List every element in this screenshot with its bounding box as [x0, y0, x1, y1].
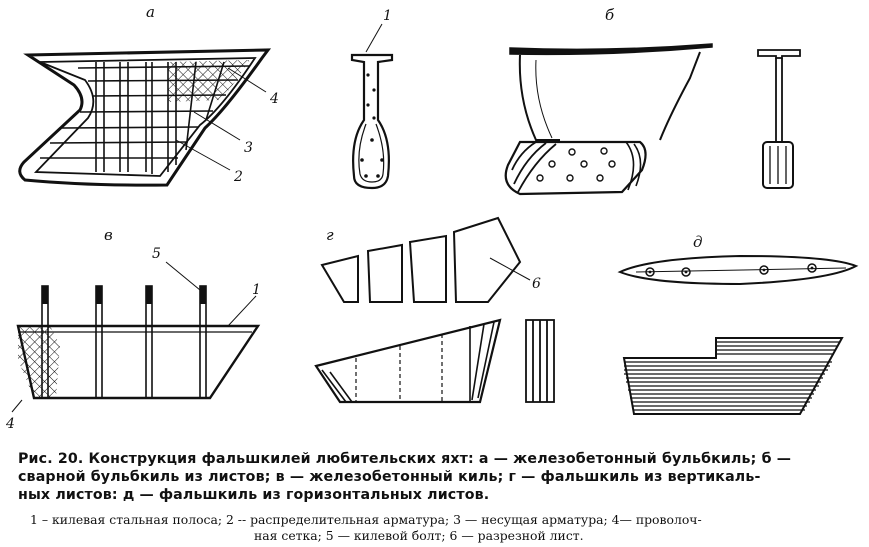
- figure-caption: Рис. 20. Конструкция фальшкилей любитель…: [18, 450, 854, 504]
- reinforcement-grid-a: [40, 61, 251, 174]
- callout-a-4: 4: [269, 91, 279, 107]
- keel-construction-drawing: а: [5, 3, 859, 432]
- panel-label-g: г: [326, 226, 334, 244]
- callout-v-4: 4: [5, 416, 15, 432]
- panel-label-d: д: [693, 233, 703, 251]
- detail-keel-strip: 1: [350, 8, 394, 190]
- keel-assembly-g: [314, 318, 502, 404]
- callout-v-1: 1: [252, 282, 261, 298]
- legend-line-2: ная сетка; 5 — килевой болт; 6 — разрезн…: [254, 528, 584, 543]
- panel-label-a: а: [146, 3, 155, 21]
- bulb-keel-outer-shell: [18, 48, 272, 187]
- callout-a-2: 2: [233, 169, 243, 185]
- horizontal-sheets: [624, 341, 840, 411]
- strip-rivets: [360, 73, 384, 178]
- legend-line-1: 1 – килевая стальная полоса; 2 -- распре…: [30, 512, 702, 527]
- sheet-stack-d: [622, 337, 844, 415]
- panel-label-b: б: [605, 6, 615, 24]
- plate-bolts: [645, 263, 817, 277]
- panel-b-welded-bulb-keel: б: [504, 6, 801, 196]
- caption-line-1: Рис. 20. Конструкция фальшкилей любитель…: [18, 451, 792, 467]
- panel-v-concrete-keel: в 5 1 4: [5, 226, 261, 432]
- sheet-stack-section: [525, 319, 555, 403]
- callout-detail-1: 1: [383, 8, 392, 24]
- bulb-body: [504, 140, 647, 196]
- callout-leaders-a: [175, 67, 267, 171]
- panel-g-vertical-sheet-keel: г 6: [314, 216, 555, 404]
- rudder-detail: [757, 49, 801, 189]
- panel-d-horizontal-sheet-keel: д: [617, 233, 859, 415]
- callout-g-6: 6: [532, 276, 541, 292]
- panel-label-v: в: [104, 226, 113, 244]
- caption-line-2: сварной бульбкиль из листов; в — железоб…: [18, 469, 761, 485]
- caption-line-3: ных листов: д — фальшкиль из горизонталь…: [18, 487, 490, 503]
- cut-sheets: [320, 216, 522, 303]
- callout-a-3: 3: [244, 140, 253, 156]
- keel-strip-profile: [350, 53, 394, 190]
- panel-a-bulb-keel: а: [18, 3, 279, 187]
- bulb-bolts: [536, 147, 616, 182]
- figure-legend: 1 – килевая стальная полоса; 2 -- распре…: [30, 512, 846, 544]
- keel-bolts-v: [41, 285, 207, 399]
- bulb-keel-inner-shell: [33, 57, 257, 177]
- horizontal-plate: [617, 254, 859, 286]
- wire-mesh-v: [18, 326, 60, 398]
- callout-v-5: 5: [152, 246, 161, 262]
- wire-mesh-a: [168, 60, 250, 102]
